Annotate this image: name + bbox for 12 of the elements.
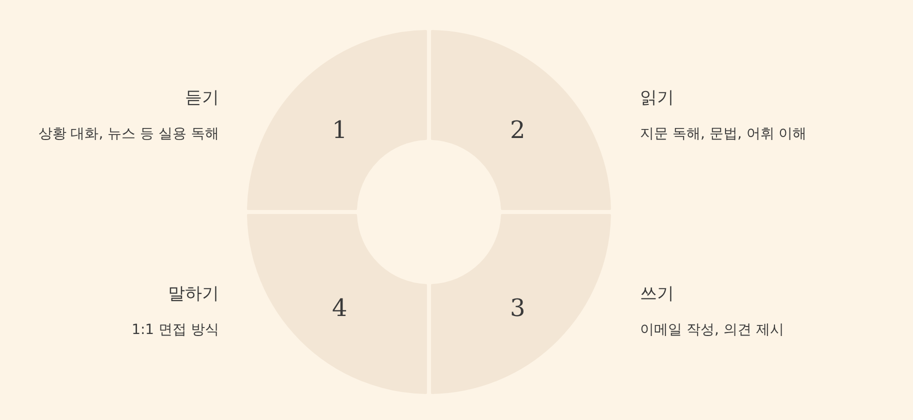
segment-number: 1 [332,118,348,142]
section-description: 1:1 면접 방식 [132,321,219,339]
section-heading: 듣기 [185,87,219,109]
segment-number: 3 [510,296,526,320]
segment-number: 2 [510,118,526,142]
section-heading: 쓰기 [640,283,674,305]
section-description: 이메일 작성, 의견 제시 [640,321,784,339]
section-heading: 읽기 [640,87,674,109]
section-description: 상황 대화, 뉴스 등 실용 독해 [38,125,219,143]
segment-number: 4 [332,296,348,320]
section-heading: 말하기 [168,283,219,305]
section-description: 지문 독해, 문법, 어휘 이해 [640,125,807,143]
